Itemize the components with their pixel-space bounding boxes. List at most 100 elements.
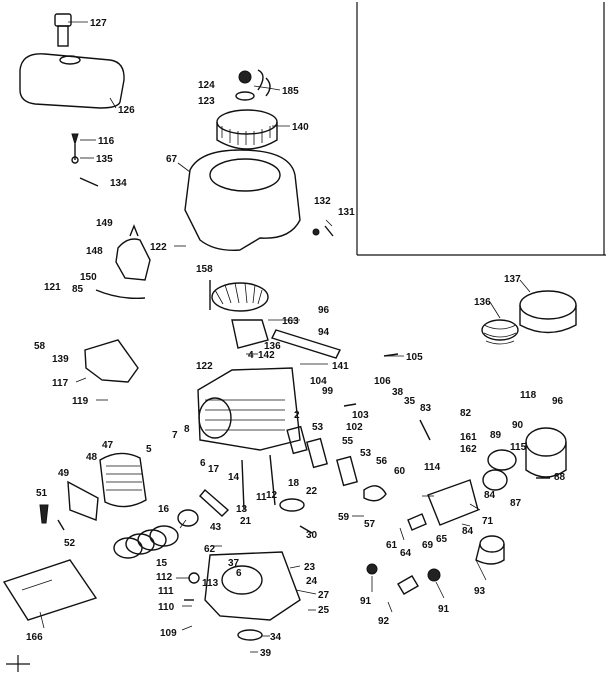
label-91-left: 91 bbox=[360, 596, 372, 607]
callout-labels: 127 126 116 135 134 124 123 185 140 67 1… bbox=[26, 18, 566, 659]
label-56: 56 bbox=[376, 456, 388, 467]
label-102: 102 bbox=[346, 422, 363, 433]
label-58: 58 bbox=[34, 341, 46, 352]
label-83: 83 bbox=[420, 403, 432, 414]
label-137: 137 bbox=[504, 274, 521, 285]
label-149: 149 bbox=[96, 218, 113, 229]
label-65: 65 bbox=[436, 534, 448, 545]
label-116: 116 bbox=[98, 136, 115, 147]
label-106: 106 bbox=[374, 376, 391, 387]
label-90: 90 bbox=[512, 420, 524, 431]
label-24: 24 bbox=[306, 576, 318, 587]
label-43: 43 bbox=[210, 522, 222, 533]
label-92: 92 bbox=[378, 616, 390, 627]
label-23: 23 bbox=[304, 562, 316, 573]
label-141: 141 bbox=[332, 361, 349, 372]
label-15: 15 bbox=[156, 558, 168, 569]
label-51: 51 bbox=[36, 488, 48, 499]
label-96: 96 bbox=[318, 305, 330, 316]
label-59: 59 bbox=[338, 512, 350, 523]
label-136-lower: 136 bbox=[264, 341, 281, 352]
label-25: 25 bbox=[318, 605, 330, 616]
label-8: 8 bbox=[184, 424, 190, 435]
label-61: 61 bbox=[386, 540, 398, 551]
label-118: 118 bbox=[520, 390, 537, 401]
label-163: 163 bbox=[282, 316, 299, 327]
label-162: 162 bbox=[460, 444, 477, 455]
label-105: 105 bbox=[406, 352, 423, 363]
label-150: 150 bbox=[80, 272, 97, 283]
label-62: 62 bbox=[204, 544, 216, 555]
label-12: 12 bbox=[266, 490, 278, 501]
label-16: 16 bbox=[158, 504, 170, 515]
label-94: 94 bbox=[318, 327, 330, 338]
label-57: 57 bbox=[364, 519, 376, 530]
label-136: 136 bbox=[474, 297, 491, 308]
label-67: 67 bbox=[166, 154, 178, 165]
label-84: 84 bbox=[484, 490, 496, 501]
label-55: 55 bbox=[342, 436, 354, 447]
label-132: 132 bbox=[314, 196, 331, 207]
label-14: 14 bbox=[228, 472, 240, 483]
label-53-lower: 53 bbox=[360, 448, 372, 459]
part-drawings bbox=[2, 13, 577, 641]
label-158: 158 bbox=[196, 264, 213, 275]
label-122: 122 bbox=[150, 242, 167, 253]
label-148: 148 bbox=[86, 246, 103, 257]
label-110: 110 bbox=[158, 602, 175, 613]
label-114: 114 bbox=[424, 462, 441, 473]
label-135: 135 bbox=[96, 154, 113, 165]
label-104: 104 bbox=[310, 376, 327, 387]
label-122-lower: 122 bbox=[196, 361, 213, 372]
label-109: 109 bbox=[160, 628, 177, 639]
label-38: 38 bbox=[392, 387, 404, 398]
label-99: 99 bbox=[322, 386, 334, 397]
label-119: 119 bbox=[72, 396, 89, 407]
label-96-right: 96 bbox=[552, 396, 564, 407]
label-112: 112 bbox=[156, 572, 173, 583]
label-84-lower: 84 bbox=[462, 526, 474, 537]
label-142: 142 bbox=[258, 350, 275, 361]
label-52: 52 bbox=[64, 538, 76, 549]
label-30: 30 bbox=[306, 530, 318, 541]
label-117: 117 bbox=[52, 378, 69, 389]
label-4: 4 bbox=[248, 350, 254, 361]
label-6-lower: 6 bbox=[236, 568, 242, 579]
label-48: 48 bbox=[86, 452, 98, 463]
label-91-right: 91 bbox=[438, 604, 450, 615]
label-27: 27 bbox=[318, 590, 330, 601]
label-13: 13 bbox=[236, 504, 248, 515]
frame-rules bbox=[6, 2, 606, 672]
label-87: 87 bbox=[510, 498, 522, 509]
label-126: 126 bbox=[118, 105, 135, 116]
label-2: 2 bbox=[294, 410, 300, 421]
label-22: 22 bbox=[306, 486, 318, 497]
label-93: 93 bbox=[474, 586, 486, 597]
label-6: 6 bbox=[200, 458, 206, 469]
label-69: 69 bbox=[422, 540, 434, 551]
label-139: 139 bbox=[52, 354, 69, 365]
label-35: 35 bbox=[404, 396, 416, 407]
label-123: 123 bbox=[198, 96, 215, 107]
label-88: 88 bbox=[554, 472, 566, 483]
label-185: 185 bbox=[282, 86, 299, 97]
label-127: 127 bbox=[90, 18, 107, 29]
leader-lines bbox=[39, 21, 531, 653]
label-7: 7 bbox=[172, 430, 178, 441]
label-140: 140 bbox=[292, 122, 309, 133]
label-18: 18 bbox=[288, 478, 300, 489]
label-39: 39 bbox=[260, 648, 272, 659]
label-82: 82 bbox=[460, 408, 472, 419]
label-111: 111 bbox=[158, 586, 174, 597]
label-21: 21 bbox=[240, 516, 252, 527]
label-85: 85 bbox=[72, 284, 84, 295]
label-53: 53 bbox=[312, 422, 324, 433]
label-89: 89 bbox=[490, 430, 502, 441]
label-17: 17 bbox=[208, 464, 220, 475]
label-131: 131 bbox=[338, 207, 355, 218]
label-161: 161 bbox=[460, 432, 477, 443]
label-115: 115 bbox=[510, 442, 527, 453]
label-5: 5 bbox=[146, 444, 152, 455]
label-71: 71 bbox=[482, 516, 494, 527]
